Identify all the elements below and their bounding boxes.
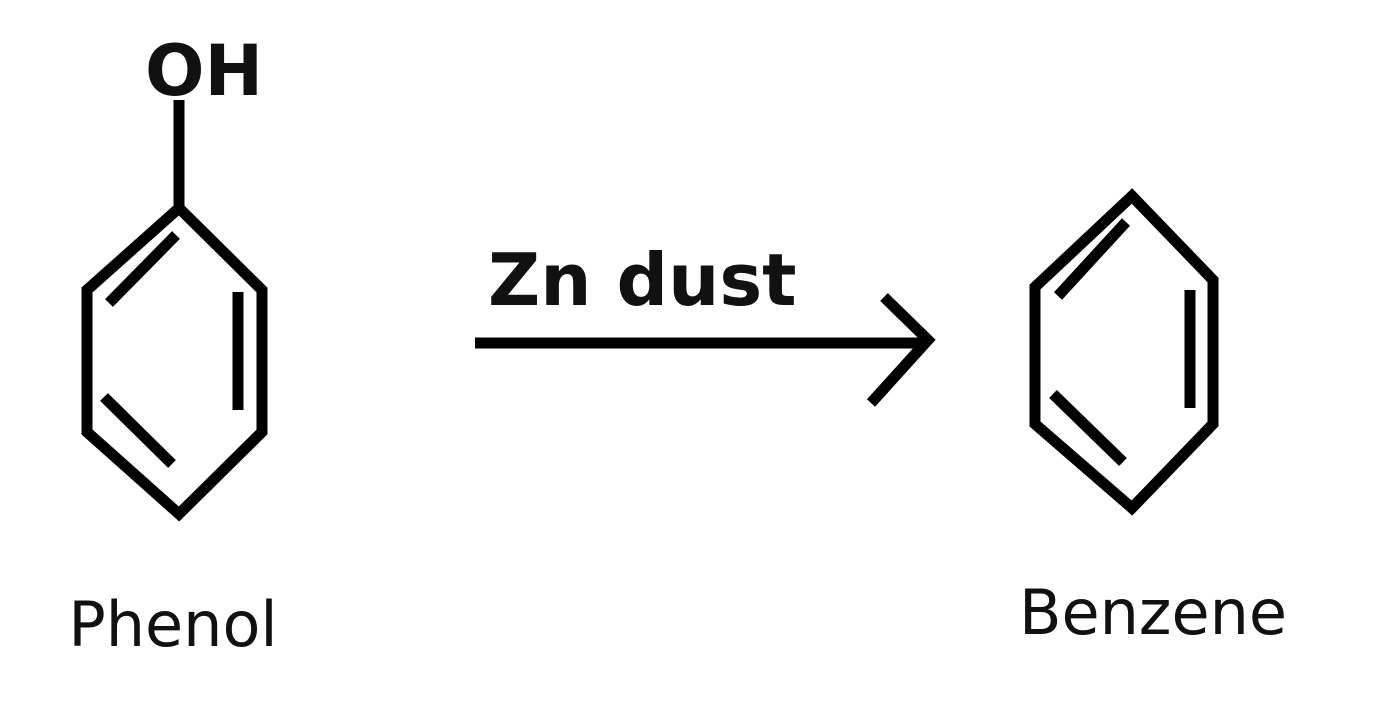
phenol-structure: OH [81, 30, 268, 522]
phenol-double-bond-upper-left [105, 231, 180, 307]
benzene-name: Benzene [1019, 576, 1287, 649]
hydroxyl-label: OH [145, 30, 263, 112]
phenol-double-bond-lower-left [100, 393, 176, 468]
reagent-label: Zn dust [488, 238, 797, 322]
benzene-double-bond-upper-left [1053, 218, 1131, 300]
benzene-double-bond-lower-left [1049, 390, 1127, 466]
reaction-arrow [475, 293, 936, 407]
benzene-structure [1029, 188, 1219, 516]
benzene-ring [1029, 188, 1219, 516]
arrow-head [866, 293, 936, 407]
phenol-ring [81, 200, 268, 522]
phenol-name: Phenol [68, 588, 277, 661]
